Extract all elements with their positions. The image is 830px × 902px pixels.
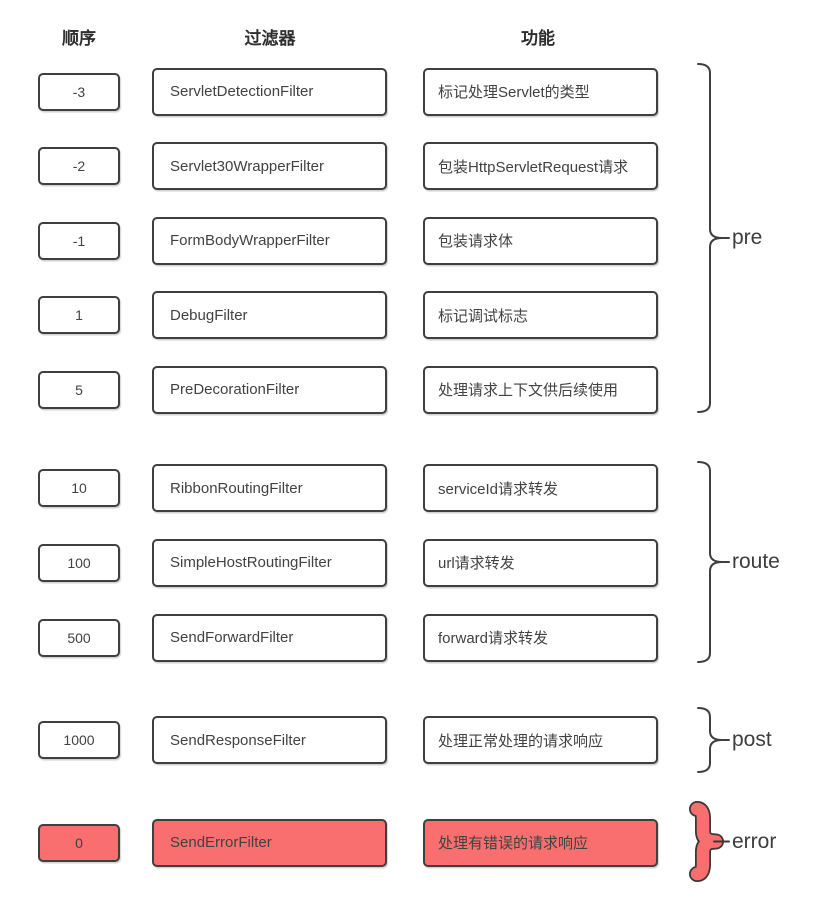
order-box: 5: [38, 370, 120, 409]
function-box: 处理正常处理的请求响应: [423, 716, 658, 764]
order-box: 100: [38, 543, 120, 582]
filter-box: SimpleHostRoutingFilter: [152, 538, 387, 587]
group-label-pre: pre: [732, 226, 763, 249]
function-box: forward请求转发: [423, 613, 658, 662]
filter-box: SendErrorFilter: [152, 818, 387, 867]
function-box: 标记处理Servlet的类型: [423, 67, 658, 116]
order-box: 0: [38, 823, 120, 862]
brace-route: [697, 461, 730, 663]
function-box: 处理请求上下文供后续使用: [423, 365, 658, 414]
column-header-function: 功能: [521, 29, 555, 48]
order-box: -1: [38, 221, 120, 260]
column-header-order: 顺序: [62, 29, 96, 48]
filter-box: SendResponseFilter: [152, 716, 387, 764]
function-box: serviceId请求转发: [423, 464, 658, 512]
filter-box: FormBodyWrapperFilter: [152, 216, 387, 265]
filter-box: RibbonRoutingFilter: [152, 464, 387, 512]
order-box: 10: [38, 469, 120, 507]
brace-post: [697, 707, 730, 773]
function-box: 处理有错误的请求响应: [423, 818, 658, 867]
order-box: -3: [38, 72, 120, 111]
filter-box: DebugFilter: [152, 291, 387, 339]
group-label-route: route: [732, 550, 780, 573]
group-label-error: error: [732, 829, 777, 853]
order-box: 1000: [38, 721, 120, 759]
function-box: url请求转发: [423, 538, 658, 587]
order-box: -2: [38, 147, 120, 185]
filter-box: SendForwardFilter: [152, 613, 387, 662]
order-box: 500: [38, 618, 120, 657]
filter-box: ServletDetectionFilter: [152, 67, 387, 116]
group-label-post: post: [732, 728, 772, 751]
column-header-filter: 过滤器: [244, 29, 296, 48]
order-box: 1: [38, 296, 120, 334]
filter-box: PreDecorationFilter: [152, 365, 387, 414]
function-box: 包装请求体: [423, 216, 658, 265]
brace-pre: [697, 63, 730, 413]
function-box: 包装HttpServletRequest请求: [423, 142, 658, 190]
filter-box: Servlet30WrapperFilter: [152, 142, 387, 190]
function-box: 标记调试标志: [423, 291, 658, 339]
